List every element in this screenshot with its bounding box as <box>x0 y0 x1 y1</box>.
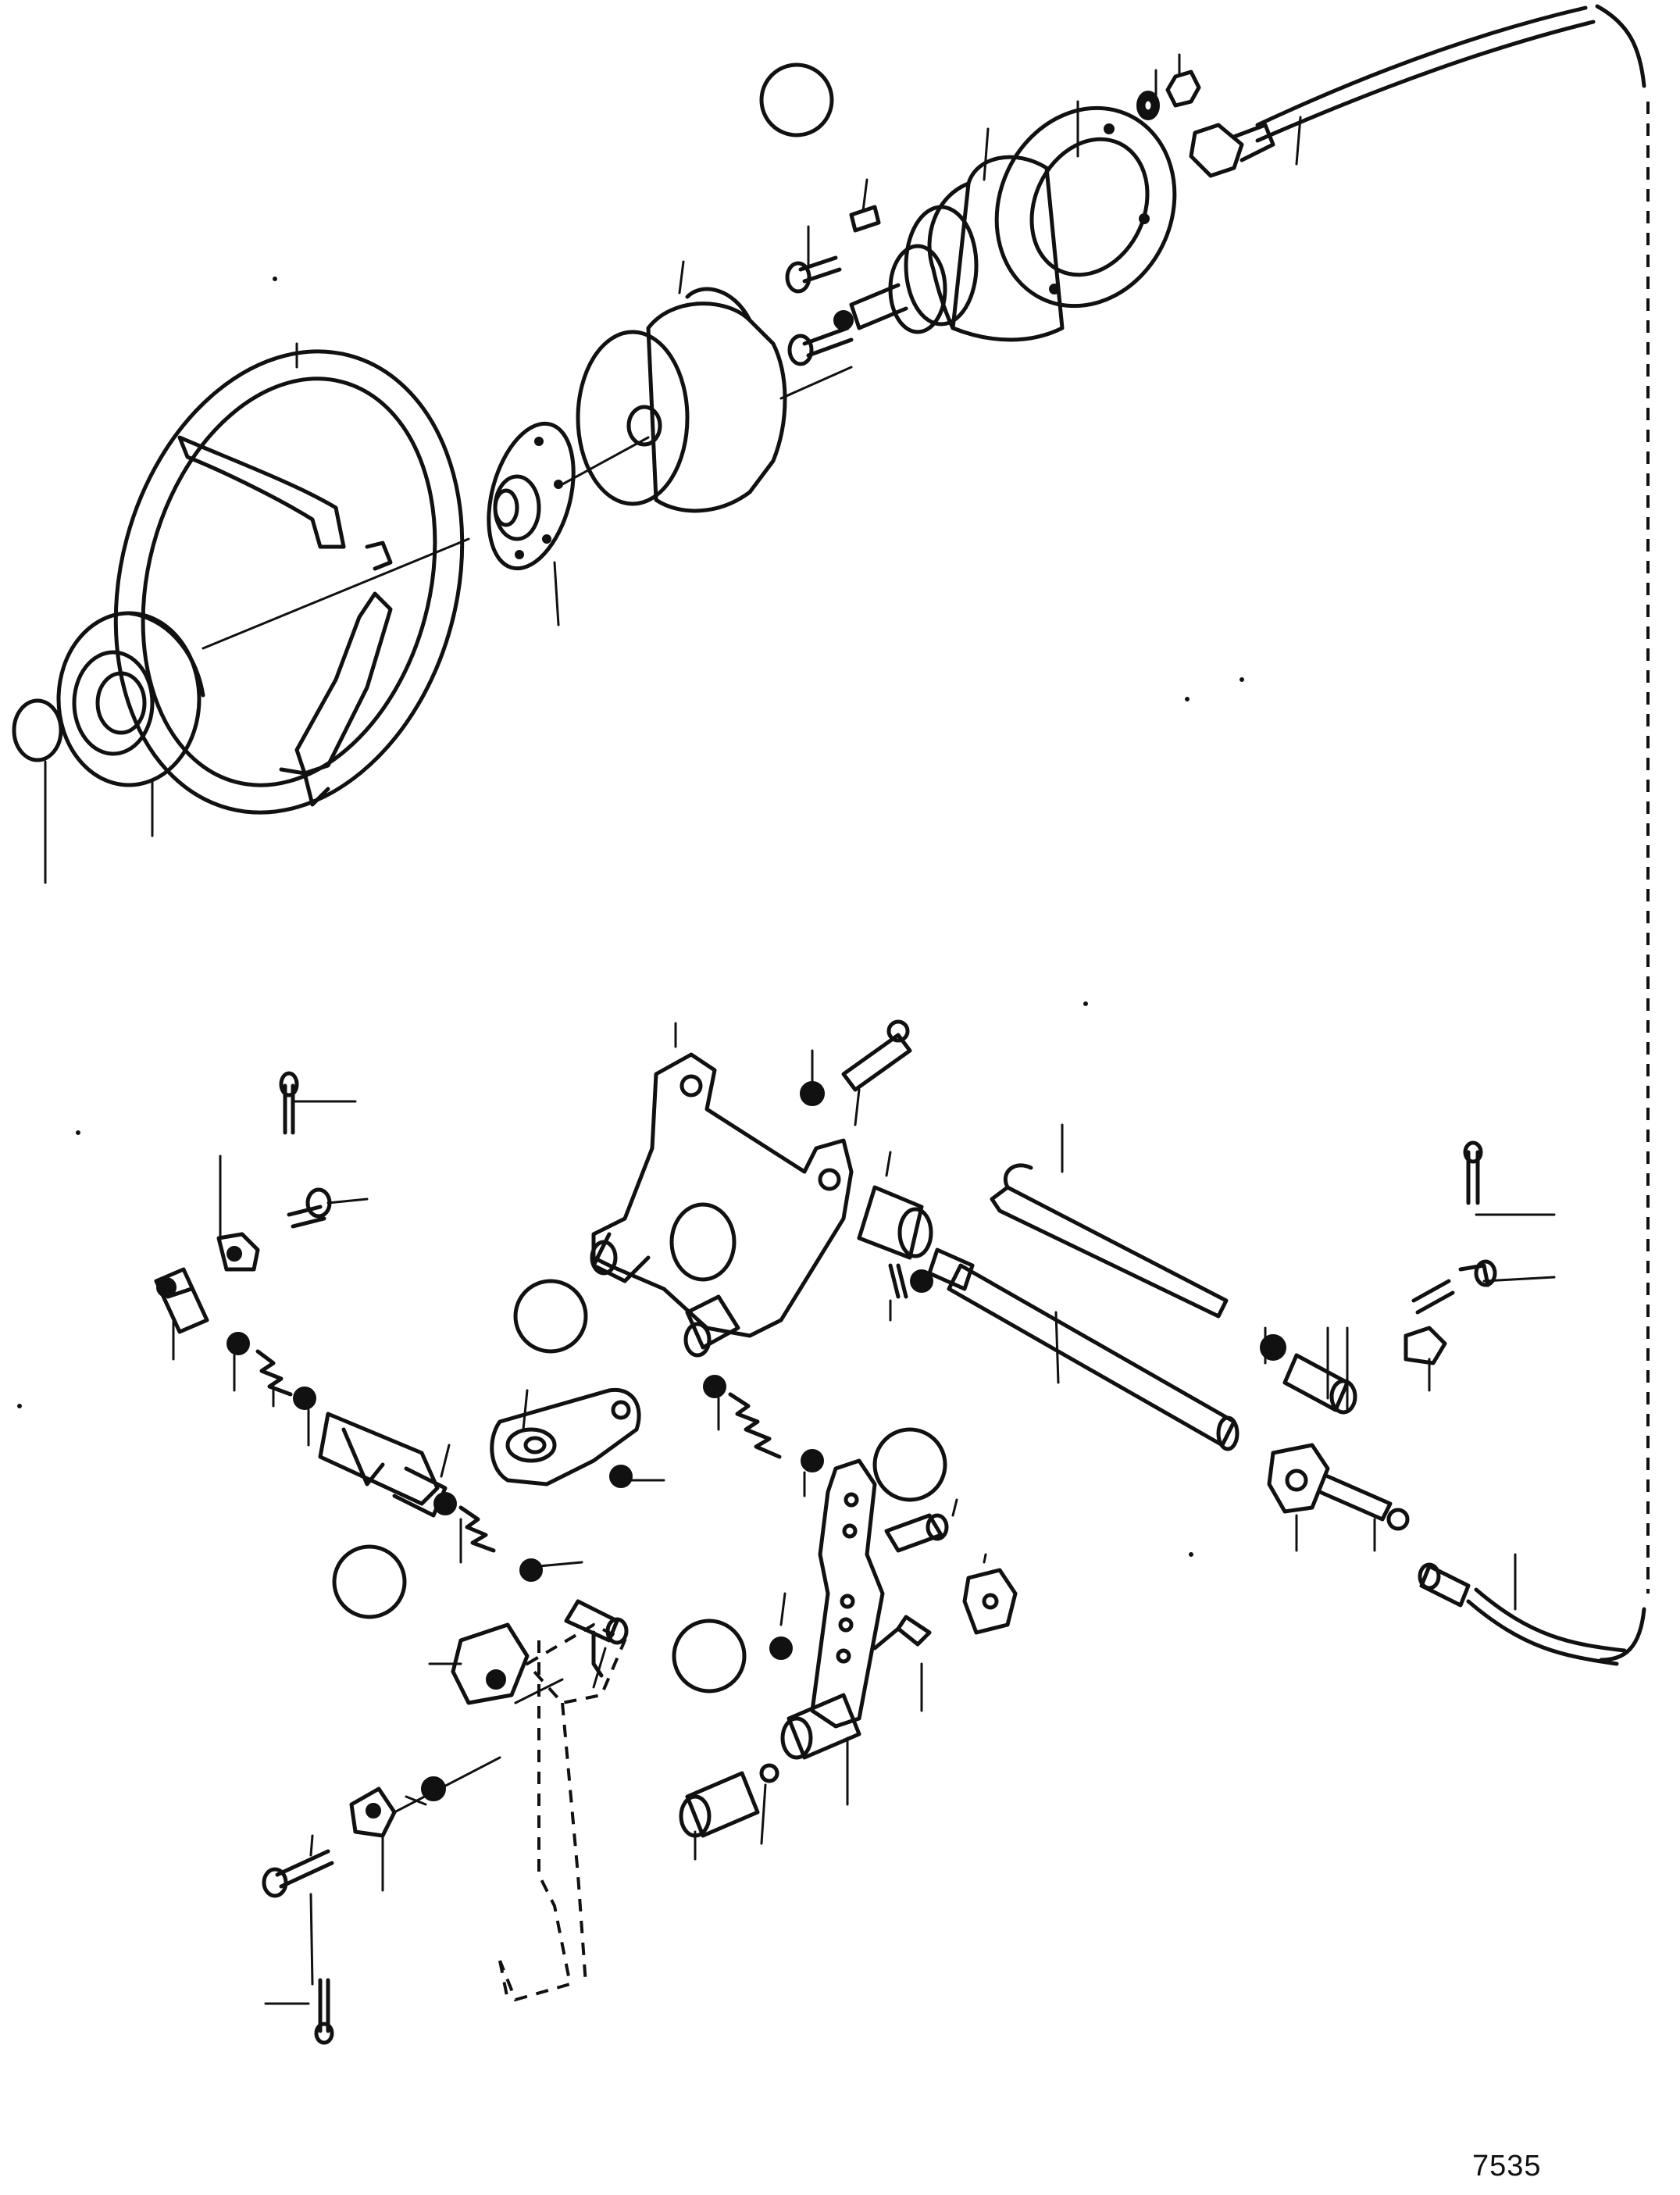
pivot-arm <box>490 1375 824 1497</box>
steering-wheel <box>12 342 853 884</box>
mounting-bracket <box>590 1019 933 1358</box>
figure-number: 7535 <box>1472 2150 1542 2183</box>
helm-unit <box>785 53 1302 366</box>
left-linkage <box>154 1071 629 1689</box>
callout-bubbles <box>332 62 947 1694</box>
scan-specks <box>17 277 1244 1557</box>
hub-adapter <box>487 421 576 626</box>
shift-rod-assembly <box>888 1123 1556 1611</box>
gear-lever-ghost <box>498 1622 627 2002</box>
hub-cone <box>576 260 787 513</box>
lower-bracket <box>262 1622 564 2045</box>
lever-arm <box>679 1458 1018 1861</box>
steering-cable <box>1255 4 1650 1666</box>
